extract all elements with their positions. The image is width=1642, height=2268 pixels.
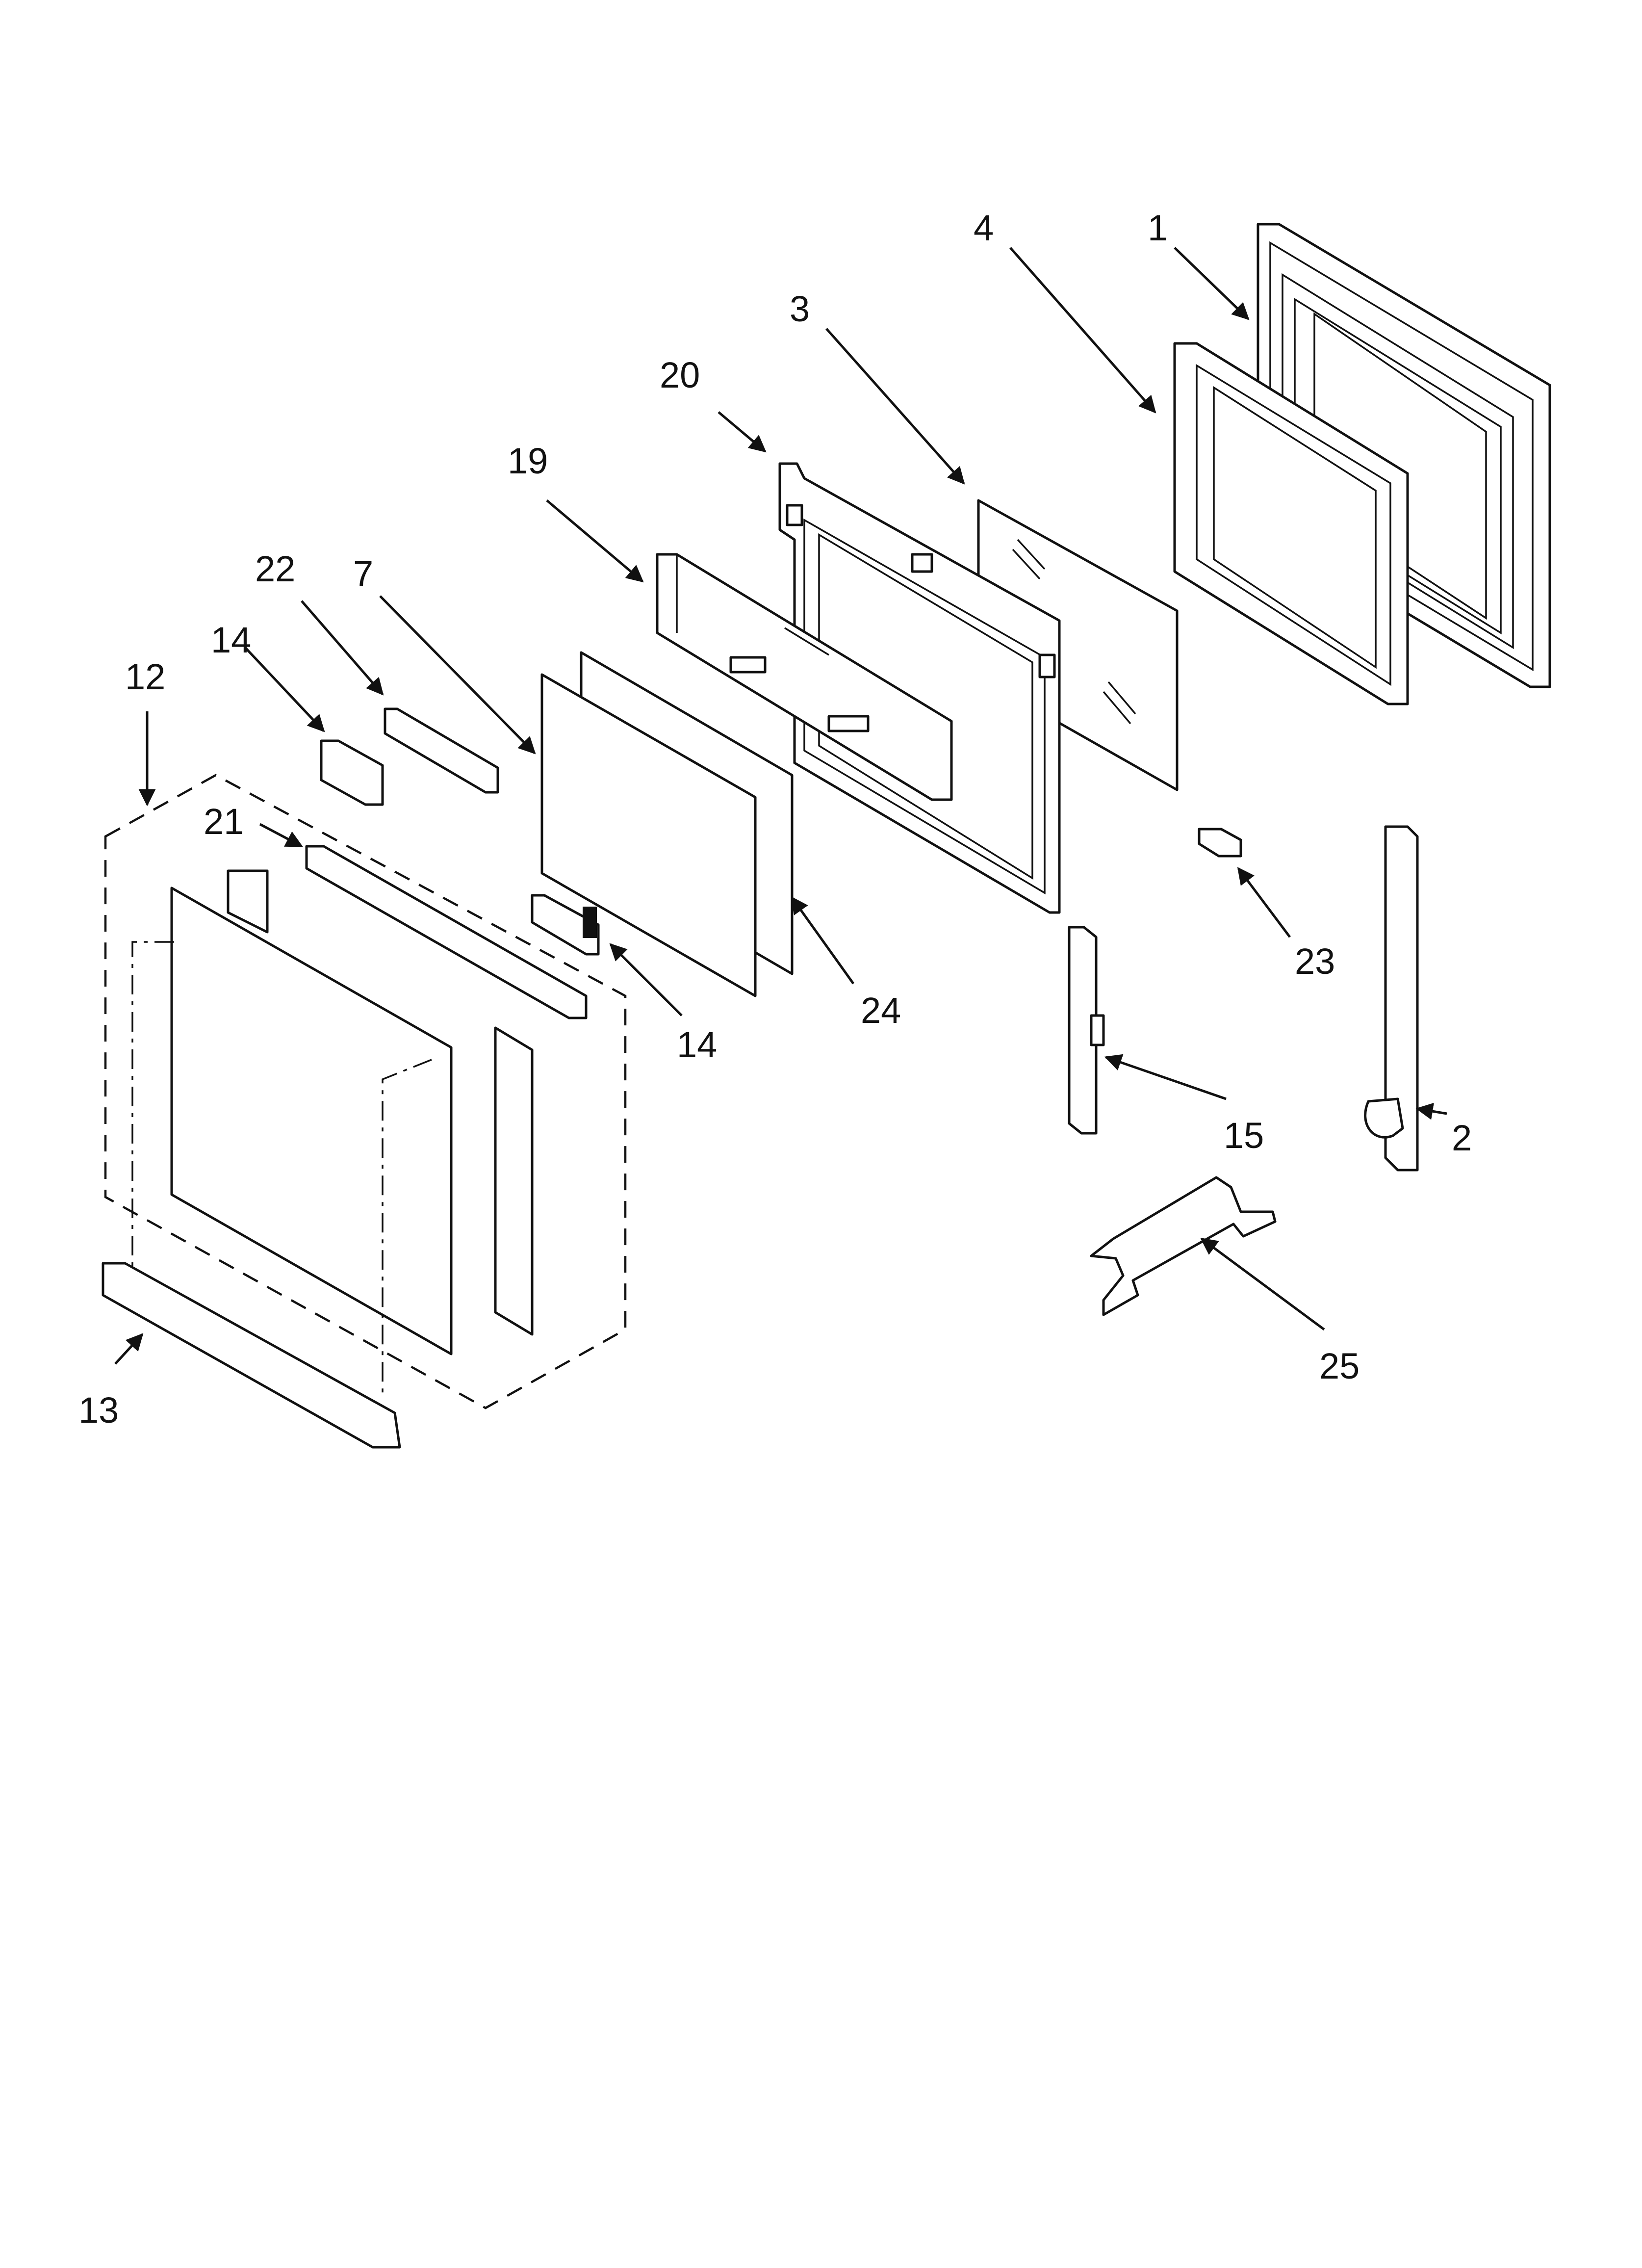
callout-13: 13 [78, 1390, 119, 1431]
callout-1: 1 [1148, 208, 1168, 248]
part-13-door-handle [102, 1262, 401, 1449]
part-19-heat-shield [656, 553, 953, 801]
callout-14-lower: 14 [677, 1024, 717, 1065]
part-14-upper-hinge-bracket [320, 739, 384, 806]
callout-12: 12 [125, 656, 165, 697]
callout-25: 25 [1319, 1346, 1360, 1386]
callout-19: 19 [508, 441, 548, 481]
part-12-outer-door-assembly [104, 774, 627, 1409]
part-1-outer-door-panel [1257, 223, 1551, 688]
part-15-latch-rail [1068, 926, 1105, 1135]
callout-21: 21 [204, 801, 244, 842]
callout-15: 15 [1224, 1115, 1264, 1156]
callout-leaders [114, 247, 1447, 1365]
callout-24: 24 [861, 990, 901, 1031]
callout-20: 20 [660, 355, 700, 395]
callout-3: 3 [790, 288, 810, 329]
part-21-trim-strip [305, 845, 588, 1019]
part-4-door-frame [1173, 342, 1409, 705]
part-23-clip [1198, 828, 1242, 858]
callout-22: 22 [255, 548, 295, 589]
part-14-lower-hinge-bracket [531, 894, 600, 956]
callout-2: 2 [1452, 1118, 1472, 1158]
part-2-hinge [1364, 825, 1419, 1172]
part-7-glass [540, 673, 757, 997]
callout-23: 23 [1295, 941, 1335, 982]
part-22-bracket [384, 707, 499, 794]
part-25-support-bracket [1090, 1176, 1277, 1316]
callout-14-upper: 14 [211, 620, 251, 660]
callout-7: 7 [353, 553, 373, 594]
part-20-inner-door-liner [778, 462, 1061, 914]
callout-4: 4 [974, 208, 994, 248]
